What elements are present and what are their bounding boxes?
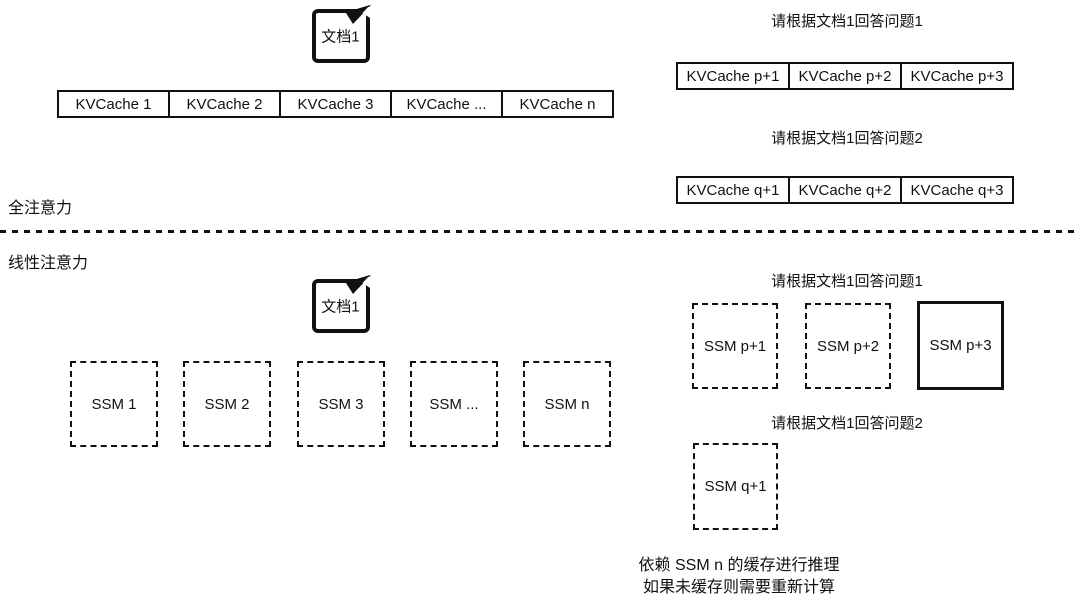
- kvcache-cell: KVCache p+1: [676, 62, 790, 90]
- document-icon: 文档1: [310, 274, 374, 334]
- inference-note-line2: 如果未缓存则需要重新计算: [642, 579, 835, 596]
- kvcache-cell: KVCache n: [501, 90, 614, 118]
- kvcache-cell: KVCache q+1: [676, 176, 790, 204]
- document-label: 文档1: [321, 28, 360, 46]
- prompt2-title: 请根据文档1回答问题2: [771, 415, 923, 432]
- kvcache-cell: KVCache 2: [168, 90, 281, 118]
- document-label: 文档1: [321, 298, 360, 316]
- document-page-icon: [312, 275, 371, 333]
- prompt1-title: 请根据文档1回答问题1: [771, 13, 923, 30]
- prompt1-title: 请根据文档1回答问题1: [771, 273, 923, 290]
- document-icon: 文档1: [310, 4, 374, 64]
- ssm-box: SSM p+1: [692, 303, 778, 389]
- ssm-box-cached: SSM p+3: [917, 301, 1004, 390]
- section-label-linear-attention: 线性注意力: [8, 255, 89, 272]
- kvcache-prompt1-row: KVCache p+1 KVCache p+2 KVCache p+3: [676, 62, 1014, 90]
- ssm-box: SSM 3: [297, 361, 385, 447]
- ssm-box: SSM n: [523, 361, 611, 447]
- ssm-box: SSM 2: [183, 361, 271, 447]
- ssm-box: SSM 1: [70, 361, 158, 447]
- kvcache-cell: KVCache q+3: [900, 176, 1014, 204]
- kvcache-cell: KVCache p+2: [788, 62, 902, 90]
- ssm-box: SSM p+2: [805, 303, 891, 389]
- document-page-icon: [312, 5, 371, 63]
- ssm-box: SSM q+1: [693, 443, 778, 530]
- kvcache-prompt2-row: KVCache q+1 KVCache q+2 KVCache q+3: [676, 176, 1014, 204]
- section-divider: [0, 230, 1080, 233]
- kvcache-cell: KVCache p+3: [900, 62, 1014, 90]
- kvcache-cell: KVCache q+2: [788, 176, 902, 204]
- section-label-full-attention: 全注意力: [8, 200, 73, 217]
- ssm-box: SSM ...: [410, 361, 498, 447]
- inference-note-line1: 依赖 SSM n 的缓存进行推理: [638, 557, 840, 574]
- inference-note: 依赖 SSM n 的缓存进行推理 如果未缓存则需要重新计算: [625, 555, 853, 599]
- prompt2-title: 请根据文档1回答问题2: [771, 130, 923, 147]
- kvcache-cell: KVCache 1: [57, 90, 170, 118]
- kvcache-doc-row: KVCache 1 KVCache 2 KVCache 3 KVCache ..…: [57, 90, 614, 118]
- kvcache-cell: KVCache ...: [390, 90, 503, 118]
- kvcache-cell: KVCache 3: [279, 90, 392, 118]
